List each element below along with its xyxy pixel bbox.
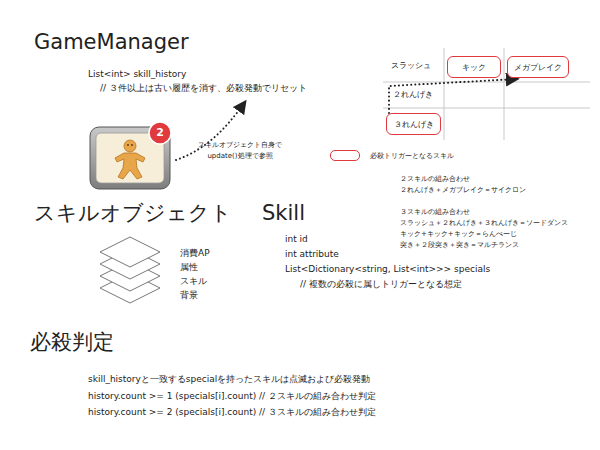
layer-label: スキル [180, 276, 207, 287]
section-heading: スキルオブジェクト [34, 201, 232, 226]
rule-text: history.count >= 1 (specials[i].count) /… [88, 391, 376, 402]
combo-arrow [389, 79, 517, 113]
field-text: int id [285, 234, 308, 245]
rule-text: history.count >= 2 (specials[i].count) /… [88, 407, 376, 418]
combo-text: 突き＋２段突き＋突き＝マルチランス [400, 241, 519, 249]
trigger-skill-box: ３れんげき [386, 113, 441, 135]
layer-label: 消費AP [180, 248, 210, 259]
card-icon [90, 122, 171, 189]
grid-lines [383, 48, 590, 140]
title: GameManager [34, 30, 189, 55]
legend-entry: 必殺トリガーとなるスキル [330, 150, 454, 161]
skill-name: ３れんげき [394, 119, 434, 130]
grid-label: スラッシュ [391, 61, 431, 71]
combo-heading: ３スキルの組み合わせ [400, 208, 470, 216]
layer-label: 属性 [180, 262, 198, 273]
grid-label: ２れんげき [393, 90, 433, 100]
legend-sample [330, 150, 360, 161]
skill-name: キック [462, 62, 486, 73]
code-comment: // ３件以上は古い履歴を消す、必殺発動でリセット [100, 83, 307, 94]
badge-number: 2 [156, 126, 164, 139]
reference-arrow [176, 102, 245, 160]
skill-name: メガブレイク [514, 62, 562, 73]
trigger-skill-box: メガブレイク [507, 56, 569, 78]
trigger-skill-box: キック [447, 56, 501, 78]
layer-stack-icon [100, 237, 160, 303]
combo-text: スラッシュ＋２れんげき＋３れんげき＝ソードダンス [400, 219, 568, 227]
layer-label: 背景 [180, 290, 198, 301]
code-comment: // 複数の必殺に属しトリガーとなる想定 [300, 279, 462, 290]
combo-text: ２れんげき＋メガブレイク＝サイクロン [400, 186, 526, 194]
code-text: List<int> skill_history [88, 69, 186, 80]
section-heading: Skill [262, 201, 305, 226]
legend-text: 必殺トリガーとなるスキル [370, 151, 454, 161]
field-text: int attribute [285, 249, 339, 260]
note: スキルオブジェクト自身で [198, 141, 282, 149]
combo-text: キック+キック+キック＝らんぺーじ [400, 230, 517, 238]
combo-heading: ２スキルの組み合わせ [400, 175, 470, 183]
section-heading: 必殺判定 [30, 330, 114, 355]
note: update()処理で参照 [207, 152, 272, 160]
field-text: List<Dictionary<string, List<int>>> spec… [285, 264, 490, 275]
rule-text: skill_historyと一致するspecialを持ったスキルは点滅および必殺… [88, 374, 370, 385]
